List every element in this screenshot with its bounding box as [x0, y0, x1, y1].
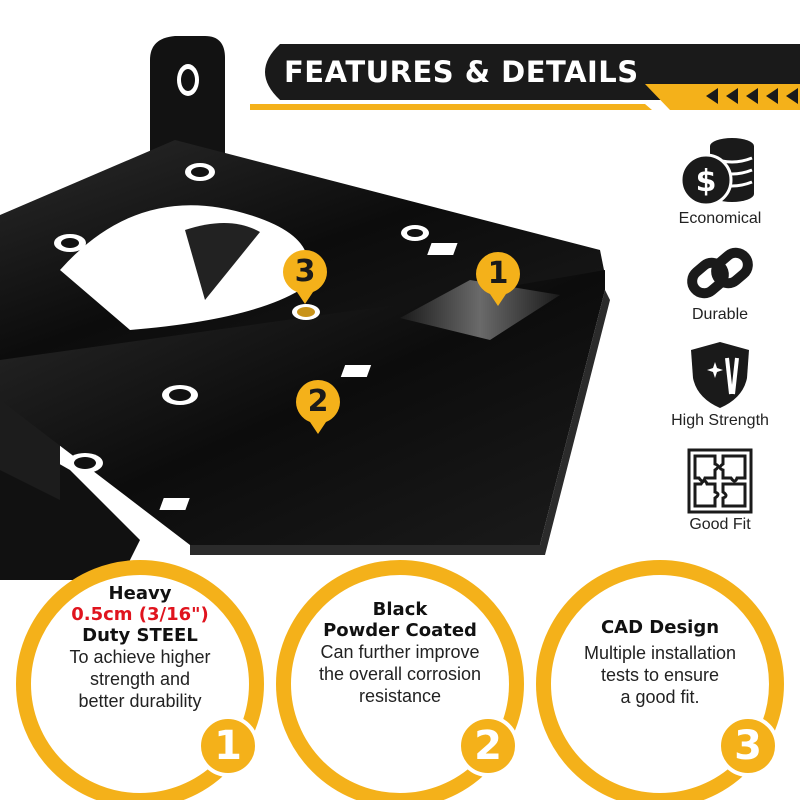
features-banner: FEATURES & DETAILS [250, 38, 800, 110]
shield-icon [691, 342, 749, 408]
detail-heading: Powder Coated [323, 620, 477, 641]
detail-heading: Duty STEEL [82, 625, 198, 646]
feature-good-fit: Good Fit [650, 448, 790, 534]
detail-heading: Black [372, 599, 428, 620]
detail-heading: Heavy [108, 583, 172, 604]
svg-text:$: $ [696, 164, 717, 199]
callout-pin-3: 3 [283, 250, 327, 306]
detail-number-badge: 3 [717, 715, 779, 777]
pin-number: 2 [307, 384, 329, 419]
detail-circle-2: Black Powder Coated Can further improve … [276, 560, 524, 800]
detail-circle-1: Heavy 0.5cm (3/16") Duty STEEL To achiev… [16, 560, 264, 800]
mounting-bracket-image [0, 36, 610, 580]
detail-body-line: strength and [89, 669, 191, 689]
puzzle-icon [687, 448, 753, 514]
feature-label: Good Fit [689, 516, 751, 533]
pin-number: 1 [487, 256, 509, 291]
detail-body-line: the overall corrosion [318, 664, 482, 684]
coins-dollar-icon: $ [679, 138, 754, 207]
detail-body-line: Multiple installation [583, 643, 737, 663]
feature-economical: $ Economical [650, 136, 790, 228]
detail-body-line: resistance [358, 686, 442, 706]
detail-body-line: To achieve higher [69, 647, 211, 667]
pin-marker-icon [283, 250, 327, 304]
detail-body-line: better durability [78, 691, 202, 711]
chain-link-icon [687, 247, 753, 299]
feature-label: Economical [678, 210, 762, 227]
feature-durable: Durable [650, 244, 790, 324]
callout-pin-2: 2 [296, 380, 340, 436]
detail-body-line: Can further improve [320, 642, 480, 662]
pin-marker-icon [476, 252, 520, 306]
detail-number-badge: 2 [457, 715, 519, 777]
page-title: FEATURES & DETAILS [284, 55, 639, 89]
feature-high-strength: High Strength [650, 340, 790, 430]
feature-label: High Strength [671, 412, 769, 429]
callout-pin-1: 1 [476, 252, 520, 308]
detail-body-line: tests to ensure [600, 665, 720, 685]
detail-body-line: a good fit. [620, 687, 700, 707]
pin-number: 3 [294, 254, 316, 289]
pin-marker-icon [296, 380, 340, 434]
detail-thickness: 0.5cm (3/16") [71, 604, 209, 625]
detail-number-badge: 1 [197, 715, 259, 777]
feature-label: Durable [691, 306, 749, 323]
detail-circle-3: CAD Design Multiple installation tests t… [536, 560, 784, 800]
banner-shape [250, 44, 800, 110]
detail-heading: CAD Design [600, 617, 720, 638]
